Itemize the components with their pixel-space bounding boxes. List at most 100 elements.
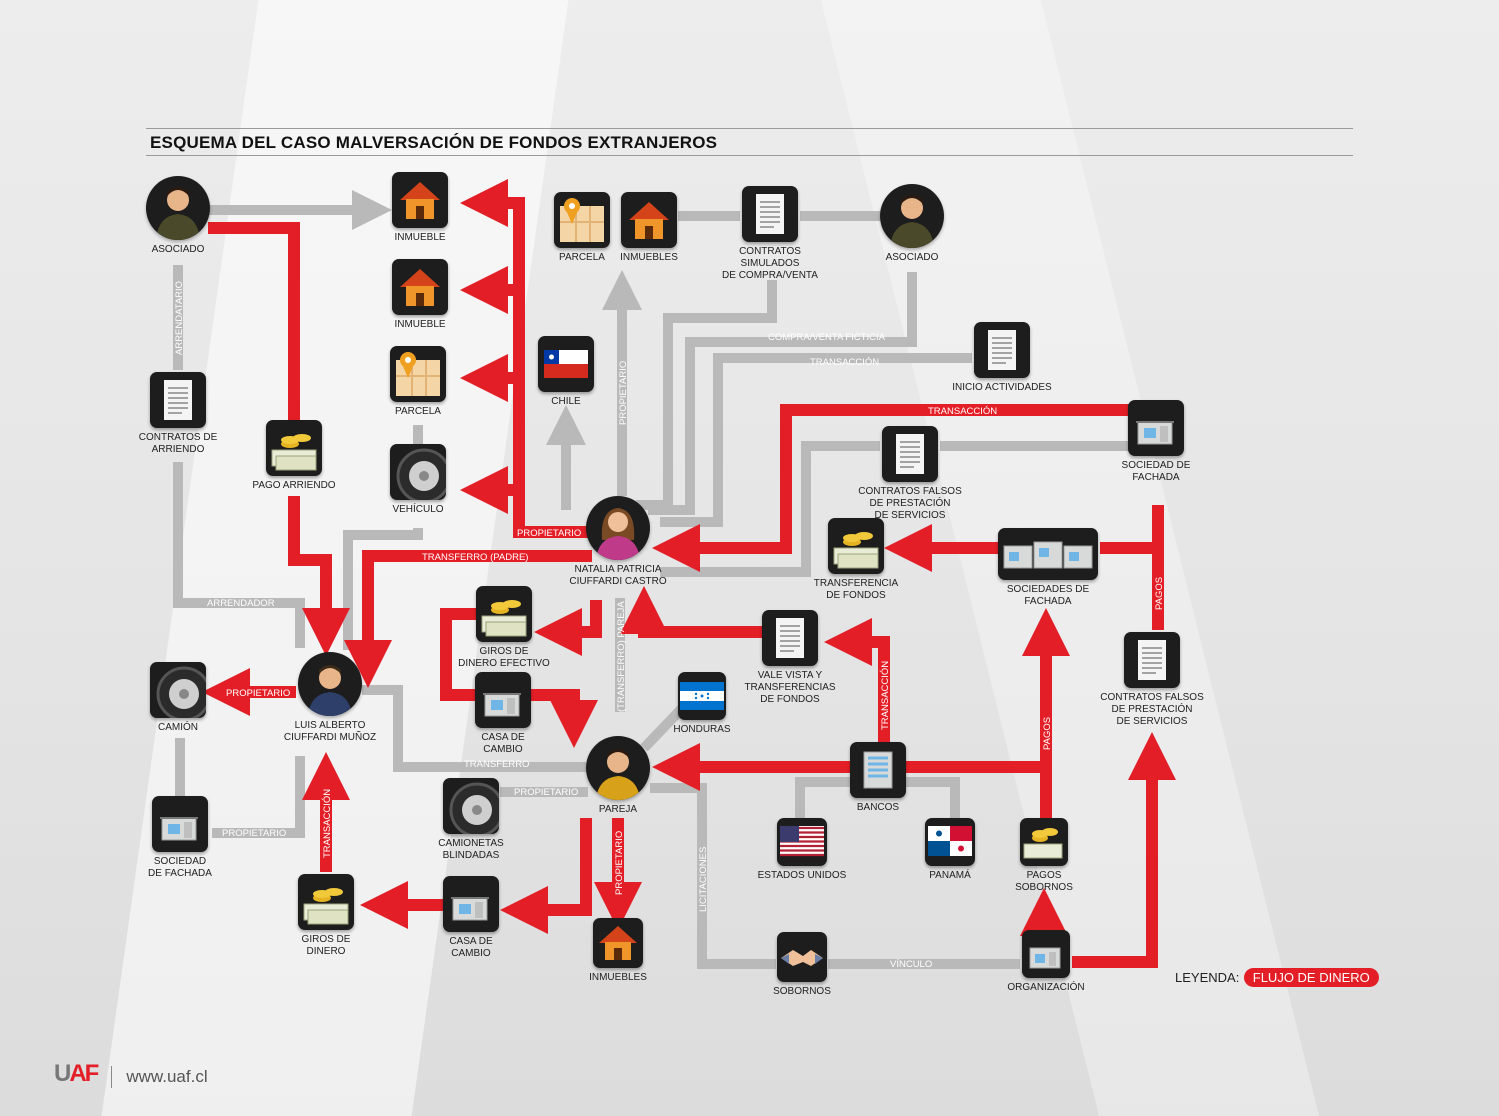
person-icon — [586, 736, 650, 800]
node-label: INMUEBLES — [620, 252, 678, 263]
label-transaccion: TRANSACCIÓN — [322, 789, 333, 858]
node-contratos-arriendo[interactable]: CONTRATOS DE ARRIENDO — [118, 372, 238, 456]
node-contratos-simulados[interactable]: CONTRATOS SIMULADOS DE COMPRA/VENTA — [710, 186, 830, 282]
footer-url-link[interactable]: www.uaf.cl — [126, 1066, 208, 1086]
node-inmueble[interactable]: INMUEBLE — [360, 259, 480, 331]
node-vehiculo[interactable]: VEHÍCULO — [358, 444, 478, 516]
node-natalia[interactable]: NATALIA PATRICIA CIUFFARDI CASTRO — [558, 496, 678, 588]
document-icon — [150, 372, 206, 428]
node-label: CAMIONETAS BLINDADAS — [438, 838, 504, 861]
document-icon — [882, 426, 938, 482]
node-vale-vista[interactable]: VALE VISTA Y TRANSFERENCIAS DE FONDOS — [730, 610, 850, 706]
node-label: TRANSFERENCIA DE FONDOS — [813, 578, 899, 601]
footer-divider — [111, 1065, 113, 1088]
document-icon — [1124, 632, 1180, 688]
node-chile[interactable]: CHILE — [506, 336, 626, 408]
label-propietario: PROPIETARIO — [222, 828, 286, 839]
node-sociedades-fachada[interactable]: SOCIEDADES DE FACHADA — [998, 528, 1098, 608]
node-label: CONTRATOS DE ARRIENDO — [138, 432, 218, 455]
flow-transaccion-natalia — [652, 404, 1130, 572]
label-compra-venta: COMPRA/VENTA FICTICIA — [768, 332, 886, 343]
node-label: PANAMÁ — [929, 870, 971, 881]
node-inicio-actividades[interactable]: INICIO ACTIVIDADES — [942, 322, 1062, 394]
node-luis[interactable]: LUIS ALBERTO CIUFFARDI MUÑOZ — [270, 652, 390, 744]
label-licitaciones: LICITACIONES — [698, 847, 709, 912]
node-casa-cambio[interactable]: CASA DE CAMBIO — [443, 672, 563, 756]
label-arrendador: ARRENDADOR — [207, 598, 275, 609]
label-propietario: PROPIETARIO — [614, 831, 625, 895]
link-natalia-contratos-falsos — [660, 441, 880, 577]
node-label: ASOCIADO — [885, 252, 939, 263]
money-icon — [476, 586, 532, 642]
node-asociado[interactable]: ASOCIADO — [118, 176, 238, 256]
node-panama[interactable]: PANAMÁ — [890, 818, 1010, 882]
node-label: PAGO ARRIENDO — [252, 480, 336, 491]
node-inmuebles[interactable]: INMUEBLES — [558, 918, 678, 984]
document-icon — [742, 186, 798, 242]
house-icon — [593, 918, 643, 968]
tire-icon — [390, 444, 446, 500]
node-giros-dinero[interactable]: GIROS DE DINERO — [266, 874, 386, 958]
person-icon — [298, 652, 362, 716]
flow-asociado-pago — [208, 222, 300, 420]
node-camionetas[interactable]: CAMIONETAS BLINDADAS — [411, 778, 531, 862]
node-bancos[interactable]: BANCOS — [818, 742, 938, 814]
uaf-logo: UAF — [54, 1060, 99, 1087]
node-label: SOCIEDAD DE FACHADA — [148, 856, 212, 879]
label-arrendatario: ARRENDATARIO — [174, 281, 185, 355]
flow-transaccion-vale — [824, 618, 890, 745]
node-label: ORGANIZACIÓN — [1007, 982, 1085, 993]
building-icon — [1128, 400, 1184, 456]
node-pago-arriendo[interactable]: PAGO ARRIENDO — [234, 420, 354, 492]
person-icon — [146, 176, 210, 240]
link-vehiculo-luis — [343, 528, 423, 650]
node-label: PARCELA — [395, 406, 441, 417]
legend: LEYENDA: FLUJO DE DINERO — [1175, 968, 1379, 987]
node-parcela[interactable]: PARCELA — [358, 346, 478, 418]
node-sociedad-fachada[interactable]: SOCIEDAD DE FACHADA — [120, 796, 240, 880]
node-sobornos[interactable]: SOBORNOS — [742, 932, 862, 998]
node-casa-cambio[interactable]: CASA DE CAMBIO — [411, 876, 531, 960]
link-arrendador — [173, 462, 305, 648]
node-camion[interactable]: CAMIÓN — [118, 662, 238, 734]
label-transaccion: TRANSACCIÓN — [810, 357, 879, 368]
node-label: HONDURAS — [673, 724, 731, 735]
money-icon — [1020, 818, 1068, 866]
node-pareja[interactable]: PAREJA — [558, 736, 678, 816]
building-icon — [152, 796, 208, 852]
node-pagos-sobornos[interactable]: PAGOS SOBORNOS — [984, 818, 1104, 894]
node-giros-efectivo[interactable]: GIROS DE DINERO EFECTIVO — [444, 586, 564, 670]
footer: UAF www.uaf.cl — [54, 1060, 208, 1088]
label-transaccion: TRANSACCIÓN — [928, 406, 997, 417]
node-label: LUIS ALBERTO CIUFFARDI MUÑOZ — [283, 720, 377, 743]
label-propietario: PROPIETARIO — [226, 688, 290, 699]
node-honduras[interactable]: HONDURAS — [642, 672, 762, 736]
node-label: SOCIEDADES DE FACHADA — [1006, 584, 1090, 607]
node-label: CAMIÓN — [158, 722, 198, 733]
woman-icon — [586, 496, 650, 560]
flow-transferro-padre — [344, 550, 592, 688]
house-icon — [392, 259, 448, 315]
link-labels: ARRENDATARIO ARRENDADOR PROPIETARIO TRAN… — [174, 281, 1165, 970]
node-asociado[interactable]: ASOCIADO — [852, 184, 972, 264]
node-inmuebles[interactable]: INMUEBLES — [589, 192, 709, 264]
node-label: CASA DE CAMBIO — [449, 936, 493, 959]
node-inmueble[interactable]: INMUEBLE — [360, 172, 480, 244]
diagram-title-text: ESQUEMA DEL CASO MALVERSACIÓN DE FONDOS … — [150, 133, 718, 152]
node-parcela[interactable]: PARCELA — [522, 192, 642, 264]
house-icon — [392, 172, 448, 228]
node-contratos-falsos[interactable]: CONTRATOS FALSOS DE PRESTACIÓN DE SERVIC… — [1092, 632, 1212, 728]
node-label: SOCIEDAD DE FACHADA — [1121, 460, 1191, 483]
node-estados-unidos[interactable]: ESTADOS UNIDOS — [742, 818, 862, 882]
label-propietario: PROPIETARIO — [517, 528, 581, 539]
node-sociedad-fachada[interactable]: SOCIEDAD DE FACHADA — [1096, 400, 1216, 484]
link-compra-venta — [648, 272, 917, 515]
node-transferencia-fondos[interactable]: TRANSFERENCIA DE FONDOS — [796, 518, 916, 602]
node-label: PAGOS SOBORNOS — [1015, 870, 1073, 893]
node-label: INMUEBLE — [394, 319, 446, 330]
label-vinculo: VÍNCULO — [890, 959, 932, 970]
buildings-icon — [998, 528, 1098, 580]
node-organizacion[interactable]: ORGANIZACIÓN — [986, 930, 1106, 994]
node-contratos-falsos[interactable]: CONTRATOS FALSOS DE PRESTACIÓN DE SERVIC… — [850, 426, 970, 522]
